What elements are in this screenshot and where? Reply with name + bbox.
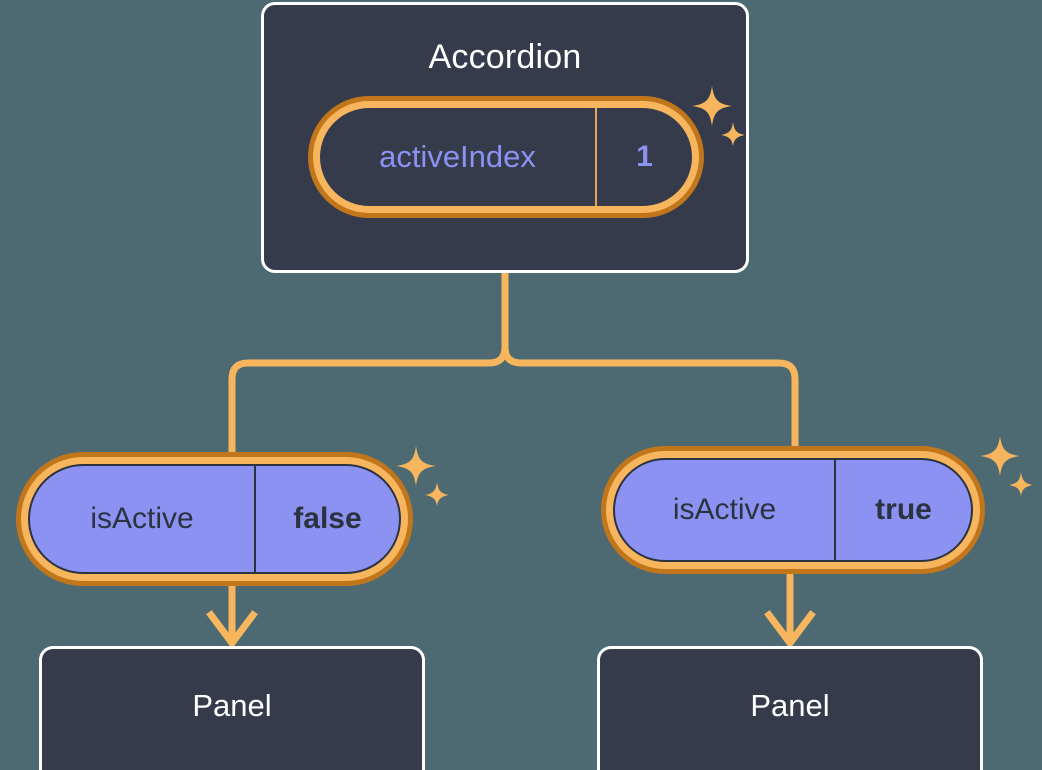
pill-body: activeIndex 1: [320, 108, 692, 206]
pill-body: isActive false: [28, 464, 401, 574]
pill-body: isActive true: [613, 458, 973, 562]
pill-inner-ring: activeIndex 1: [313, 101, 699, 213]
state-value-active-index: 1: [636, 140, 653, 173]
wire-to-left-branch: [228, 269, 509, 459]
wire-to-right-branch: [501, 269, 799, 453]
component-box-panel-left[interactable]: Panel: [39, 646, 425, 770]
sparkle-right-branch: [976, 434, 1034, 501]
state-pill-is-active-true[interactable]: isActive true: [601, 446, 985, 574]
component-title-panel-right: Panel: [750, 688, 830, 723]
sparkle-small-icon: [425, 482, 449, 506]
state-pill-active-index[interactable]: activeIndex 1: [308, 96, 704, 218]
sparkle-large-icon: [980, 436, 1020, 476]
sparkle-small-icon: [1009, 472, 1033, 496]
state-key-is-active-left: isActive: [30, 466, 256, 572]
state-key-active-index: activeIndex: [320, 108, 597, 206]
state-key-is-active-right: isActive: [615, 460, 836, 560]
component-title-accordion: Accordion: [428, 38, 582, 76]
pill-inner-ring: isActive true: [606, 451, 980, 569]
component-title-panel-left: Panel: [192, 688, 272, 723]
arrowhead-right-icon: [764, 610, 816, 649]
state-pill-is-active-false[interactable]: isActive false: [16, 452, 413, 586]
state-value-is-active-right: true: [875, 493, 932, 526]
state-value-is-active-left: false: [293, 502, 362, 535]
arrowhead-left-icon: [206, 610, 258, 649]
sparkle-large-icon: [396, 446, 436, 486]
pill-inner-ring: isActive false: [21, 457, 408, 581]
component-box-panel-right[interactable]: Panel: [597, 646, 983, 770]
